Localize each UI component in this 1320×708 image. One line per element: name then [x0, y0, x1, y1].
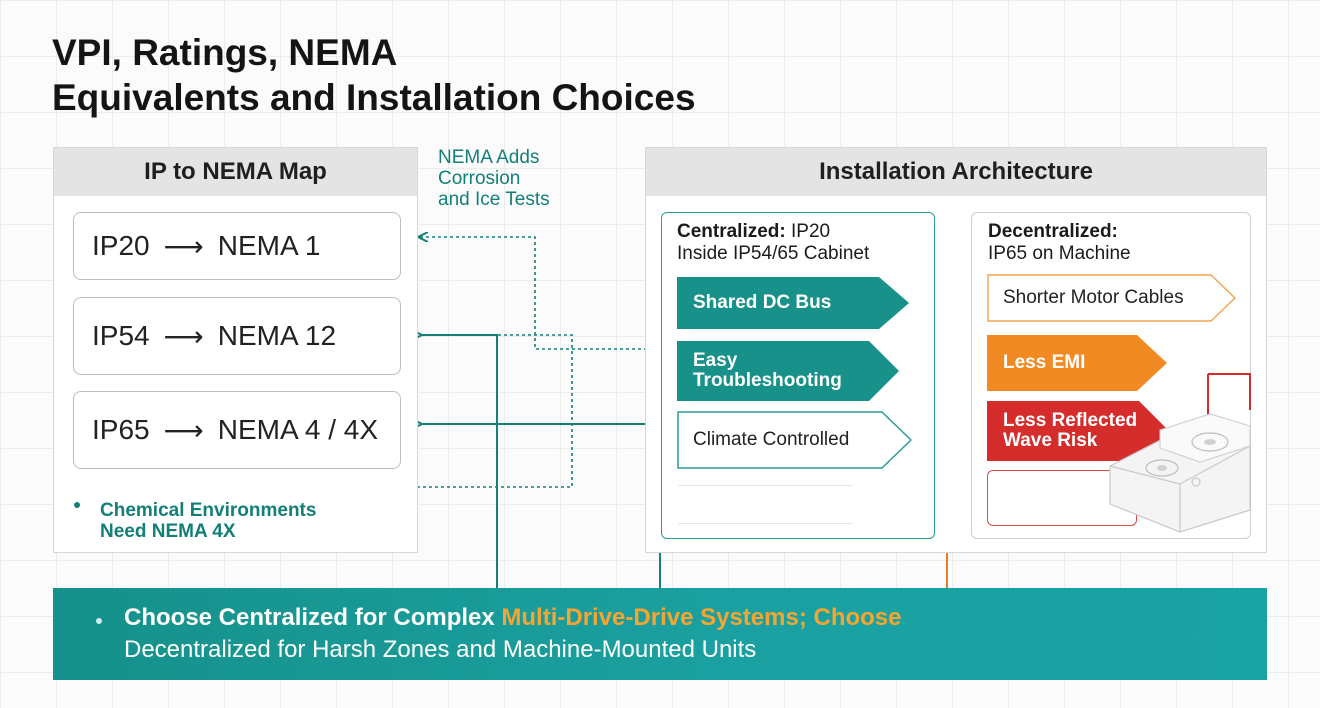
shorter-motor-cables-item: Shorter Motor Cables — [987, 274, 1237, 322]
mapping-row-ip65: IP65 ⟶ NEMA 4 / 4X — [73, 391, 401, 469]
faded-divider — [678, 485, 853, 486]
less-reflected-wave-item: Less Reflected Wave Risk — [987, 401, 1169, 461]
banner-line-1-start: Choose Centralized for Complex — [124, 604, 502, 631]
banner-line-1: Choose Centralized for Complex Multi-Dri… — [124, 604, 902, 632]
centralized-subtitle: Inside IP54/65 Cabinet — [677, 243, 870, 264]
mapping-nema: NEMA 1 — [217, 230, 321, 261]
mapping-ip: IP20 — [92, 230, 150, 261]
nema-adds-line-1: NEMA Adds — [438, 147, 540, 168]
shared-dc-bus-item: Shared DC Bus — [677, 277, 909, 329]
chemical-note-line-2: Need NEMA 4X — [100, 521, 236, 542]
bullet-icon — [74, 502, 80, 508]
recommendation-banner — [53, 588, 1267, 680]
chevron-outline-shape — [677, 411, 912, 469]
climate-controlled-item: Climate Controlled — [677, 411, 913, 469]
decentralized-title-bold: Decentralized: — [988, 221, 1118, 242]
chemical-note: Chemical Environments Need NEMA 4X — [100, 500, 400, 542]
centralized-title-bold: Centralized: — [677, 221, 786, 242]
connector-solid-ip65 — [420, 370, 661, 424]
banner-line-1-highlight: Multi-Drive-Drive Systems; Choose — [501, 604, 902, 631]
less-reflected-line-1: Less Reflected — [1003, 410, 1138, 431]
mapping-row-ip54: IP54 ⟶ NEMA 12 — [73, 297, 401, 375]
climate-controlled-label: Climate Controlled — [693, 429, 850, 450]
title-line-1: VPI, Ratings, NEMA — [52, 32, 398, 73]
mapping-row-ip20: IP20 ⟶ NEMA 1 — [73, 212, 401, 280]
title-line-2: Equivalents and Installation Choices — [52, 77, 696, 118]
nema-adds-note: NEMA Adds Corrosion and Ice Tests — [438, 147, 608, 210]
installation-architecture-heading: Installation Architecture — [646, 148, 1266, 196]
easy-troubleshooting-line-1: Easy — [693, 350, 738, 371]
page-title: VPI, Ratings, NEMA Equivalents and Insta… — [52, 30, 812, 120]
mapping-nema: NEMA 4 / 4X — [217, 414, 379, 445]
ip-nema-heading: IP to NEMA Map — [54, 148, 417, 196]
less-emi-item: Less EMI — [987, 335, 1167, 391]
shorter-motor-cables-label: Shorter Motor Cables — [1003, 287, 1184, 308]
mapping-nema: NEMA 12 — [217, 320, 337, 351]
right-arrow-icon: ⟶ — [163, 320, 204, 352]
right-arrow-icon: ⟶ — [163, 230, 204, 262]
bullet-icon — [96, 618, 102, 624]
banner-line-2: Decentralized for Harsh Zones and Machin… — [124, 636, 757, 663]
easy-troubleshooting-line-2: Troubleshooting — [693, 370, 842, 391]
easy-troubleshooting-item: Easy Troubleshooting — [677, 341, 899, 401]
mapping-ip: IP54 — [92, 320, 150, 351]
nema-adds-line-3: and Ice Tests — [438, 189, 550, 210]
connector-dotted-ip20 — [420, 237, 660, 349]
ip-nema-panel: IP to NEMA Map IP20 ⟶ NEMA 1 IP54 ⟶ NEMA… — [53, 147, 418, 553]
chevron-outline-shape — [987, 274, 1236, 322]
connector-dotted-ip54 — [102, 334, 573, 488]
centralized-title-rest: IP20 — [785, 221, 831, 242]
chemical-note-line-1: Chemical Environments — [100, 500, 317, 521]
less-reflected-line-2: Wave Risk — [1003, 430, 1098, 451]
centralized-title: Centralized: IP20 — [677, 221, 830, 243]
less-emi-label: Less EMI — [1003, 352, 1086, 373]
right-arrow-icon: ⟶ — [163, 414, 204, 446]
mapping-ip: IP65 — [92, 414, 150, 445]
shared-dc-bus-label: Shared DC Bus — [693, 292, 832, 313]
machine-unit-icon — [1109, 373, 1251, 533]
faded-divider — [678, 523, 853, 524]
connector-solid-ip54 — [420, 335, 498, 590]
nema-adds-line-2: Corrosion — [438, 168, 521, 189]
decentralized-subtitle: IP65 on Machine — [988, 243, 1131, 264]
decentralized-title: Decentralized: — [988, 221, 1118, 243]
